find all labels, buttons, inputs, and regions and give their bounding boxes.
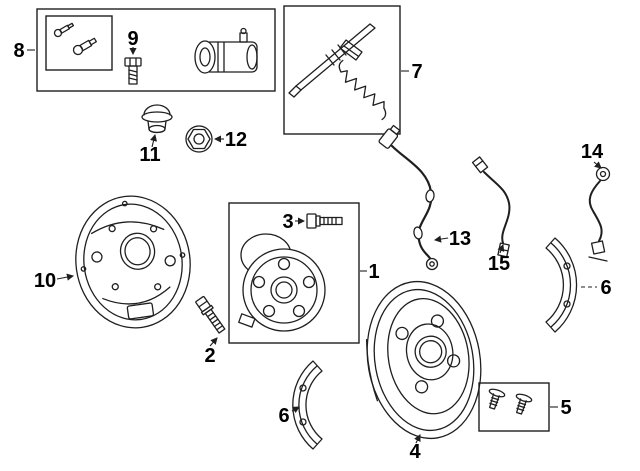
brake-shoe-6-bottom	[292, 360, 323, 450]
callout-5-label: 5	[560, 397, 571, 419]
callout-4-label: 4	[409, 441, 421, 463]
leader-line-10	[56, 273, 75, 281]
callout-9-label: 9	[127, 28, 138, 50]
callout-15-label: 15	[488, 253, 510, 275]
callout-11-label: 11	[139, 144, 160, 166]
fastener-box-5	[478, 382, 550, 432]
leader-line-15	[497, 243, 505, 254]
callout-14-label: 14	[581, 141, 604, 163]
bleeder-screws-8	[53, 22, 97, 56]
leader-line-11	[150, 133, 157, 148]
callout-1-label: 1	[368, 261, 379, 283]
callout-12-label: 12	[225, 129, 247, 151]
brake-shoe-6-right	[545, 237, 578, 333]
brake-hose-14	[588, 166, 611, 262]
callout-10-label: 10	[34, 270, 56, 292]
callout-13-label: 13	[449, 228, 471, 250]
adjuster-strut-7	[288, 23, 376, 98]
bolt-9	[124, 57, 142, 85]
flange-nut-12	[185, 125, 213, 153]
callout-7-label: 7	[411, 61, 422, 83]
callout-8-label: 8	[13, 40, 24, 62]
abs-sensor-wire-13	[378, 124, 439, 271]
leader-line-2	[209, 337, 218, 347]
callout-2-label: 2	[204, 345, 215, 367]
rubber-plug-11	[141, 104, 173, 134]
leader-line-14	[593, 161, 602, 169]
brake-drum-4	[365, 280, 482, 440]
backing-plate-10	[75, 195, 191, 329]
brake-hose-15	[471, 156, 511, 258]
bolt-3	[306, 213, 343, 229]
callout-6-right-label: 6	[600, 277, 611, 299]
push-pins-5	[488, 388, 533, 415]
leader-line-6-bottom	[291, 406, 300, 414]
callout-6-bottom-label: 6	[278, 405, 289, 427]
hub-bearing-assembly-1	[238, 233, 326, 332]
leader-line-4	[414, 434, 421, 444]
kit-box-8	[36, 8, 276, 92]
adjuster-kit-box-7	[283, 5, 401, 135]
callout-3-label: 3	[282, 211, 293, 233]
hub-kit-box-1	[228, 202, 360, 344]
bolt-2	[195, 295, 226, 334]
adjuster-lever-7	[339, 39, 363, 61]
leader-line-13	[433, 235, 449, 243]
wheel-cylinder	[194, 27, 258, 74]
adjuster-spring-7	[338, 59, 387, 121]
